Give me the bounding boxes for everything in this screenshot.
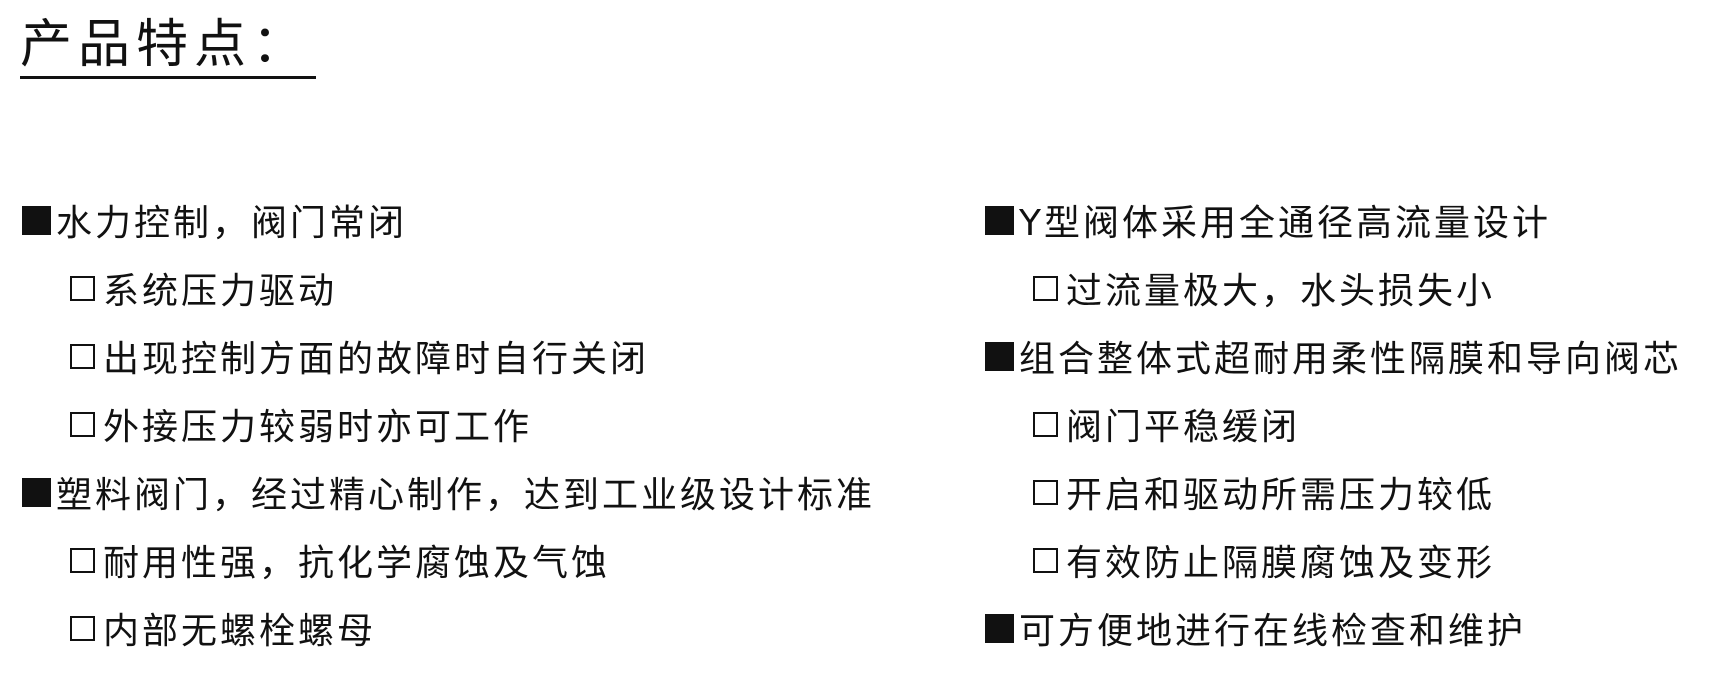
feature-item: 可方便地进行在线检查和维护 <box>985 594 1682 662</box>
feature-subitem: 出现控制方面的故障时自行关闭 <box>22 322 875 390</box>
filled-square-bullet-icon <box>22 477 51 507</box>
feature-subtext: 阀门平稳缓闭 <box>1066 407 1301 448</box>
feature-item: 组合整体式超耐用柔性隔膜和导向阀芯 <box>985 322 1682 390</box>
empty-square-bullet-icon <box>1033 275 1058 301</box>
empty-square-bullet-icon <box>70 411 95 437</box>
feature-subitem: 过流量极大，水头损失小 <box>985 254 1682 322</box>
feature-subtext: 有效防止隔膜腐蚀及变形 <box>1066 543 1496 584</box>
feature-subtext: 过流量极大，水头损失小 <box>1066 271 1496 312</box>
empty-square-bullet-icon <box>1033 547 1058 573</box>
feature-item: 水力控制，阀门常闭 <box>22 186 875 254</box>
feature-subtext: 系统压力驱动 <box>103 271 338 312</box>
feature-subtext: 外接压力较弱时亦可工作 <box>103 407 533 448</box>
feature-text: Y型阀体采用全通径高流量设计 <box>1019 203 1551 244</box>
empty-square-bullet-icon <box>70 615 95 641</box>
filled-square-bullet-icon <box>985 341 1014 371</box>
filled-square-bullet-icon <box>985 613 1014 643</box>
feature-subitem: 耐用性强，抗化学腐蚀及气蚀 <box>22 526 875 594</box>
feature-text: 可方便地进行在线检查和维护 <box>1019 611 1527 652</box>
feature-subtext: 开启和驱动所需压力较低 <box>1066 475 1496 516</box>
empty-square-bullet-icon <box>70 547 95 573</box>
feature-subtext: 耐用性强，抗化学腐蚀及气蚀 <box>103 543 611 584</box>
empty-square-bullet-icon <box>70 275 95 301</box>
empty-square-bullet-icon <box>1033 479 1058 505</box>
feature-list-left: 水力控制，阀门常闭 系统压力驱动 出现控制方面的故障时自行关闭 外接压力较弱时亦… <box>22 186 875 662</box>
filled-square-bullet-icon <box>22 205 51 235</box>
feature-item: Y型阀体采用全通径高流量设计 <box>985 186 1682 254</box>
feature-subitem: 内部无螺栓螺母 <box>22 594 875 662</box>
feature-list-right: Y型阀体采用全通径高流量设计 过流量极大，水头损失小 组合整体式超耐用柔性隔膜和… <box>985 186 1682 662</box>
feature-subitem: 阀门平稳缓闭 <box>985 390 1682 458</box>
filled-square-bullet-icon <box>985 205 1014 235</box>
feature-subitem: 有效防止隔膜腐蚀及变形 <box>985 526 1682 594</box>
feature-text: 塑料阀门，经过精心制作，达到工业级设计标准 <box>56 475 876 516</box>
page-title: 产品特点： <box>20 14 317 79</box>
feature-text: 组合整体式超耐用柔性隔膜和导向阀芯 <box>1019 339 1683 380</box>
feature-subitem: 外接压力较弱时亦可工作 <box>22 390 875 458</box>
feature-text: 水力控制，阀门常闭 <box>56 203 408 244</box>
feature-subtext: 内部无螺栓螺母 <box>103 611 377 652</box>
feature-subtext: 出现控制方面的故障时自行关闭 <box>103 339 650 380</box>
feature-subitem: 开启和驱动所需压力较低 <box>985 458 1682 526</box>
feature-subitem: 系统压力驱动 <box>22 254 875 322</box>
empty-square-bullet-icon <box>1033 411 1058 437</box>
feature-item: 塑料阀门，经过精心制作，达到工业级设计标准 <box>22 458 875 526</box>
empty-square-bullet-icon <box>70 343 95 369</box>
